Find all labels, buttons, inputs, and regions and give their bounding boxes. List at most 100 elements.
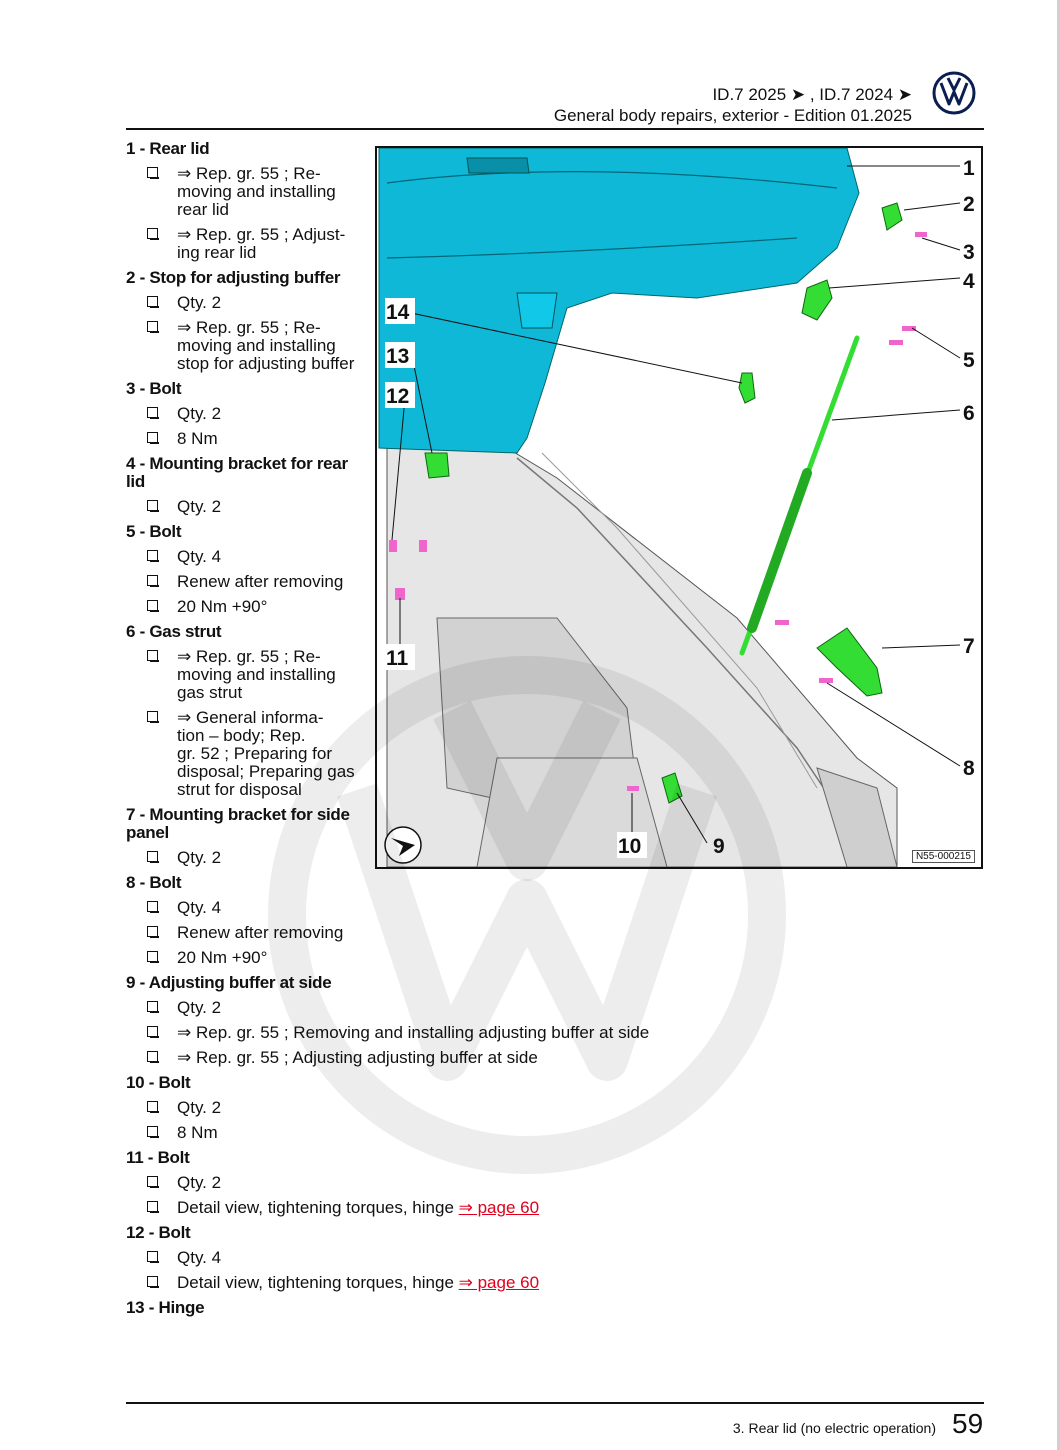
- bullet-line: Renew after removing: [177, 923, 344, 942]
- bullet-line: Renew after removing: [177, 572, 344, 591]
- bullet-line: Qty. 2: [177, 1098, 222, 1117]
- page-edge: [1057, 0, 1060, 1450]
- footer-divider: [126, 1402, 984, 1404]
- callout-10: 10: [618, 835, 641, 858]
- footer-section: 3. Rear lid (no electric operation): [732, 1420, 936, 1436]
- bullet-line: moving and installing: [177, 182, 336, 201]
- figure-drawing: 1 2 3 4 5 6 7 8 9 14 13 12 11 10: [378, 148, 975, 867]
- list-item: Qty. 2: [126, 849, 686, 867]
- list-item: Renew after removing: [126, 573, 686, 591]
- callout-3: 3: [963, 241, 975, 264]
- bullet-line: 20 Nm +90°: [177, 597, 268, 616]
- bullet-line: ⇒ Rep. gr. 55 ; Adjusting adjusting buff…: [177, 1048, 538, 1067]
- bullet-line: Qty. 4: [177, 547, 222, 566]
- list-item: Qty. 4: [126, 899, 686, 917]
- bullet-line: ⇒ Rep. gr. 55 ; Re-: [177, 164, 321, 183]
- item-title: 5 - Bolt: [126, 522, 182, 541]
- page-link[interactable]: ⇒ page 60: [458, 1273, 540, 1292]
- bullet-line: Qty. 2: [177, 293, 222, 312]
- bullet-line: gas strut: [177, 683, 243, 702]
- callout-13: 13: [386, 345, 409, 368]
- bullet-line: Qty. 4: [177, 1248, 222, 1267]
- item-title: 13 - Hinge: [126, 1298, 205, 1317]
- list-item: ⇒ Rep. gr. 55 ; Re- moving and installin…: [126, 648, 367, 702]
- bullet-line: Qty. 2: [177, 998, 222, 1017]
- checkbox-icon: [147, 926, 159, 938]
- list-item: Qty. 2: [126, 405, 686, 423]
- list-item: 20 Nm +90°: [126, 598, 686, 616]
- item-title: 12 - Bolt: [126, 1223, 191, 1242]
- checkbox-icon: [147, 901, 159, 913]
- callout-8: 8: [963, 757, 975, 780]
- bullet-line: 20 Nm +90°: [177, 948, 268, 967]
- checkbox-icon: [147, 167, 159, 179]
- list-item: ⇒ Rep. gr. 55 ; Adjusting adjusting buff…: [126, 1049, 686, 1067]
- checkbox-icon: [147, 1026, 159, 1038]
- callout-7: 7: [963, 635, 975, 658]
- bullet-line: ⇒ Rep. gr. 55 ; Re-: [177, 318, 321, 337]
- bullet-line: 8 Nm: [177, 429, 218, 448]
- list-item: ⇒ Rep. gr. 55 ; Re- moving and installin…: [126, 165, 367, 219]
- checkbox-icon: [147, 1051, 159, 1063]
- checkbox-icon: [147, 851, 159, 863]
- callout-4: 4: [963, 270, 975, 293]
- bullet-line: ing rear lid: [177, 243, 257, 262]
- bullet-line: tion – body; Rep.: [177, 726, 306, 745]
- checkbox-icon: [147, 1126, 159, 1138]
- item-title: 2 - Stop for adjusting buffer: [126, 268, 341, 287]
- item-title: 11 - Bolt: [126, 1148, 190, 1167]
- checkbox-icon: [147, 1101, 159, 1113]
- list-item: Qty. 2: [126, 498, 686, 516]
- bullet-line: Qty. 2: [177, 497, 222, 516]
- header-title: General body repairs, exterior - Edition…: [553, 106, 912, 125]
- bullet-line: Detail view, tightening torques, hinge: [177, 1273, 459, 1292]
- list-item: ⇒ General informa- tion – body; Rep. gr.…: [126, 709, 367, 799]
- list-item: Qty. 2: [126, 1099, 686, 1117]
- page-number: 59: [952, 1408, 984, 1439]
- header-divider: [126, 128, 984, 130]
- bullet-line: Qty. 2: [177, 1173, 222, 1192]
- checkbox-icon: [147, 575, 159, 587]
- checkbox-icon: [147, 1201, 159, 1213]
- callout-5: 5: [963, 349, 975, 372]
- bullet-line: ⇒ Rep. gr. 55 ; Removing and installing …: [177, 1023, 650, 1042]
- list-item: ⇒ Rep. gr. 55 ; Removing and installing …: [126, 1024, 686, 1042]
- checkbox-icon: [147, 228, 159, 240]
- vw-logo-icon: [932, 71, 976, 115]
- bullet-line: moving and installing: [177, 665, 336, 684]
- callout-14: 14: [386, 301, 410, 324]
- checkbox-icon: [147, 951, 159, 963]
- parts-list: 1 - Rear lid ⇒ Rep. gr. 55 ; Re- moving …: [126, 140, 686, 1324]
- callout-11: 11: [386, 647, 409, 670]
- bullet-line: Qty. 4: [177, 898, 222, 917]
- item-title: 9 - Adjusting buffer at side: [126, 973, 332, 992]
- bullet-line: ⇒ Rep. gr. 55 ; Adjust-: [177, 225, 346, 244]
- item-title: 7 - Mounting bracket for side panel: [126, 805, 350, 842]
- item-title: 4 - Mounting bracket for rear lid: [126, 454, 348, 491]
- callout-9: 9: [713, 835, 725, 858]
- item-title: 3 - Bolt: [126, 379, 182, 398]
- bullet-line: Detail view, tightening torques, hinge: [177, 1198, 459, 1217]
- bullet-line: Qty. 2: [177, 404, 222, 423]
- checkbox-icon: [147, 550, 159, 562]
- exploded-view-figure: 1 2 3 4 5 6 7 8 9 14 13 12 11 10 N55-000…: [375, 146, 983, 869]
- list-item: ⇒ Rep. gr. 55 ; Adjust- ing rear lid: [126, 226, 367, 262]
- page-link[interactable]: ⇒ page 60: [458, 1198, 540, 1217]
- list-item: 20 Nm +90°: [126, 949, 686, 967]
- bullet-line: gr. 52 ; Preparing for: [177, 744, 332, 763]
- callout-1: 1: [963, 157, 975, 180]
- checkbox-icon: [147, 407, 159, 419]
- item-title: 6 - Gas strut: [126, 622, 222, 641]
- checkbox-icon: [147, 600, 159, 612]
- list-item: ⇒ Rep. gr. 55 ; Re- moving and installin…: [126, 319, 367, 373]
- bullet-line: strut for disposal: [177, 780, 302, 799]
- callout-12: 12: [386, 385, 409, 408]
- list-item: Qty. 4: [126, 1249, 686, 1267]
- bullet-line: Qty. 2: [177, 848, 222, 867]
- list-item: Qty. 4: [126, 548, 686, 566]
- checkbox-icon: [147, 432, 159, 444]
- callout-6: 6: [963, 402, 975, 425]
- bullet-line: stop for adjusting buffer: [177, 354, 355, 373]
- list-item: Qty. 2: [126, 294, 686, 312]
- item-title: 10 - Bolt: [126, 1073, 191, 1092]
